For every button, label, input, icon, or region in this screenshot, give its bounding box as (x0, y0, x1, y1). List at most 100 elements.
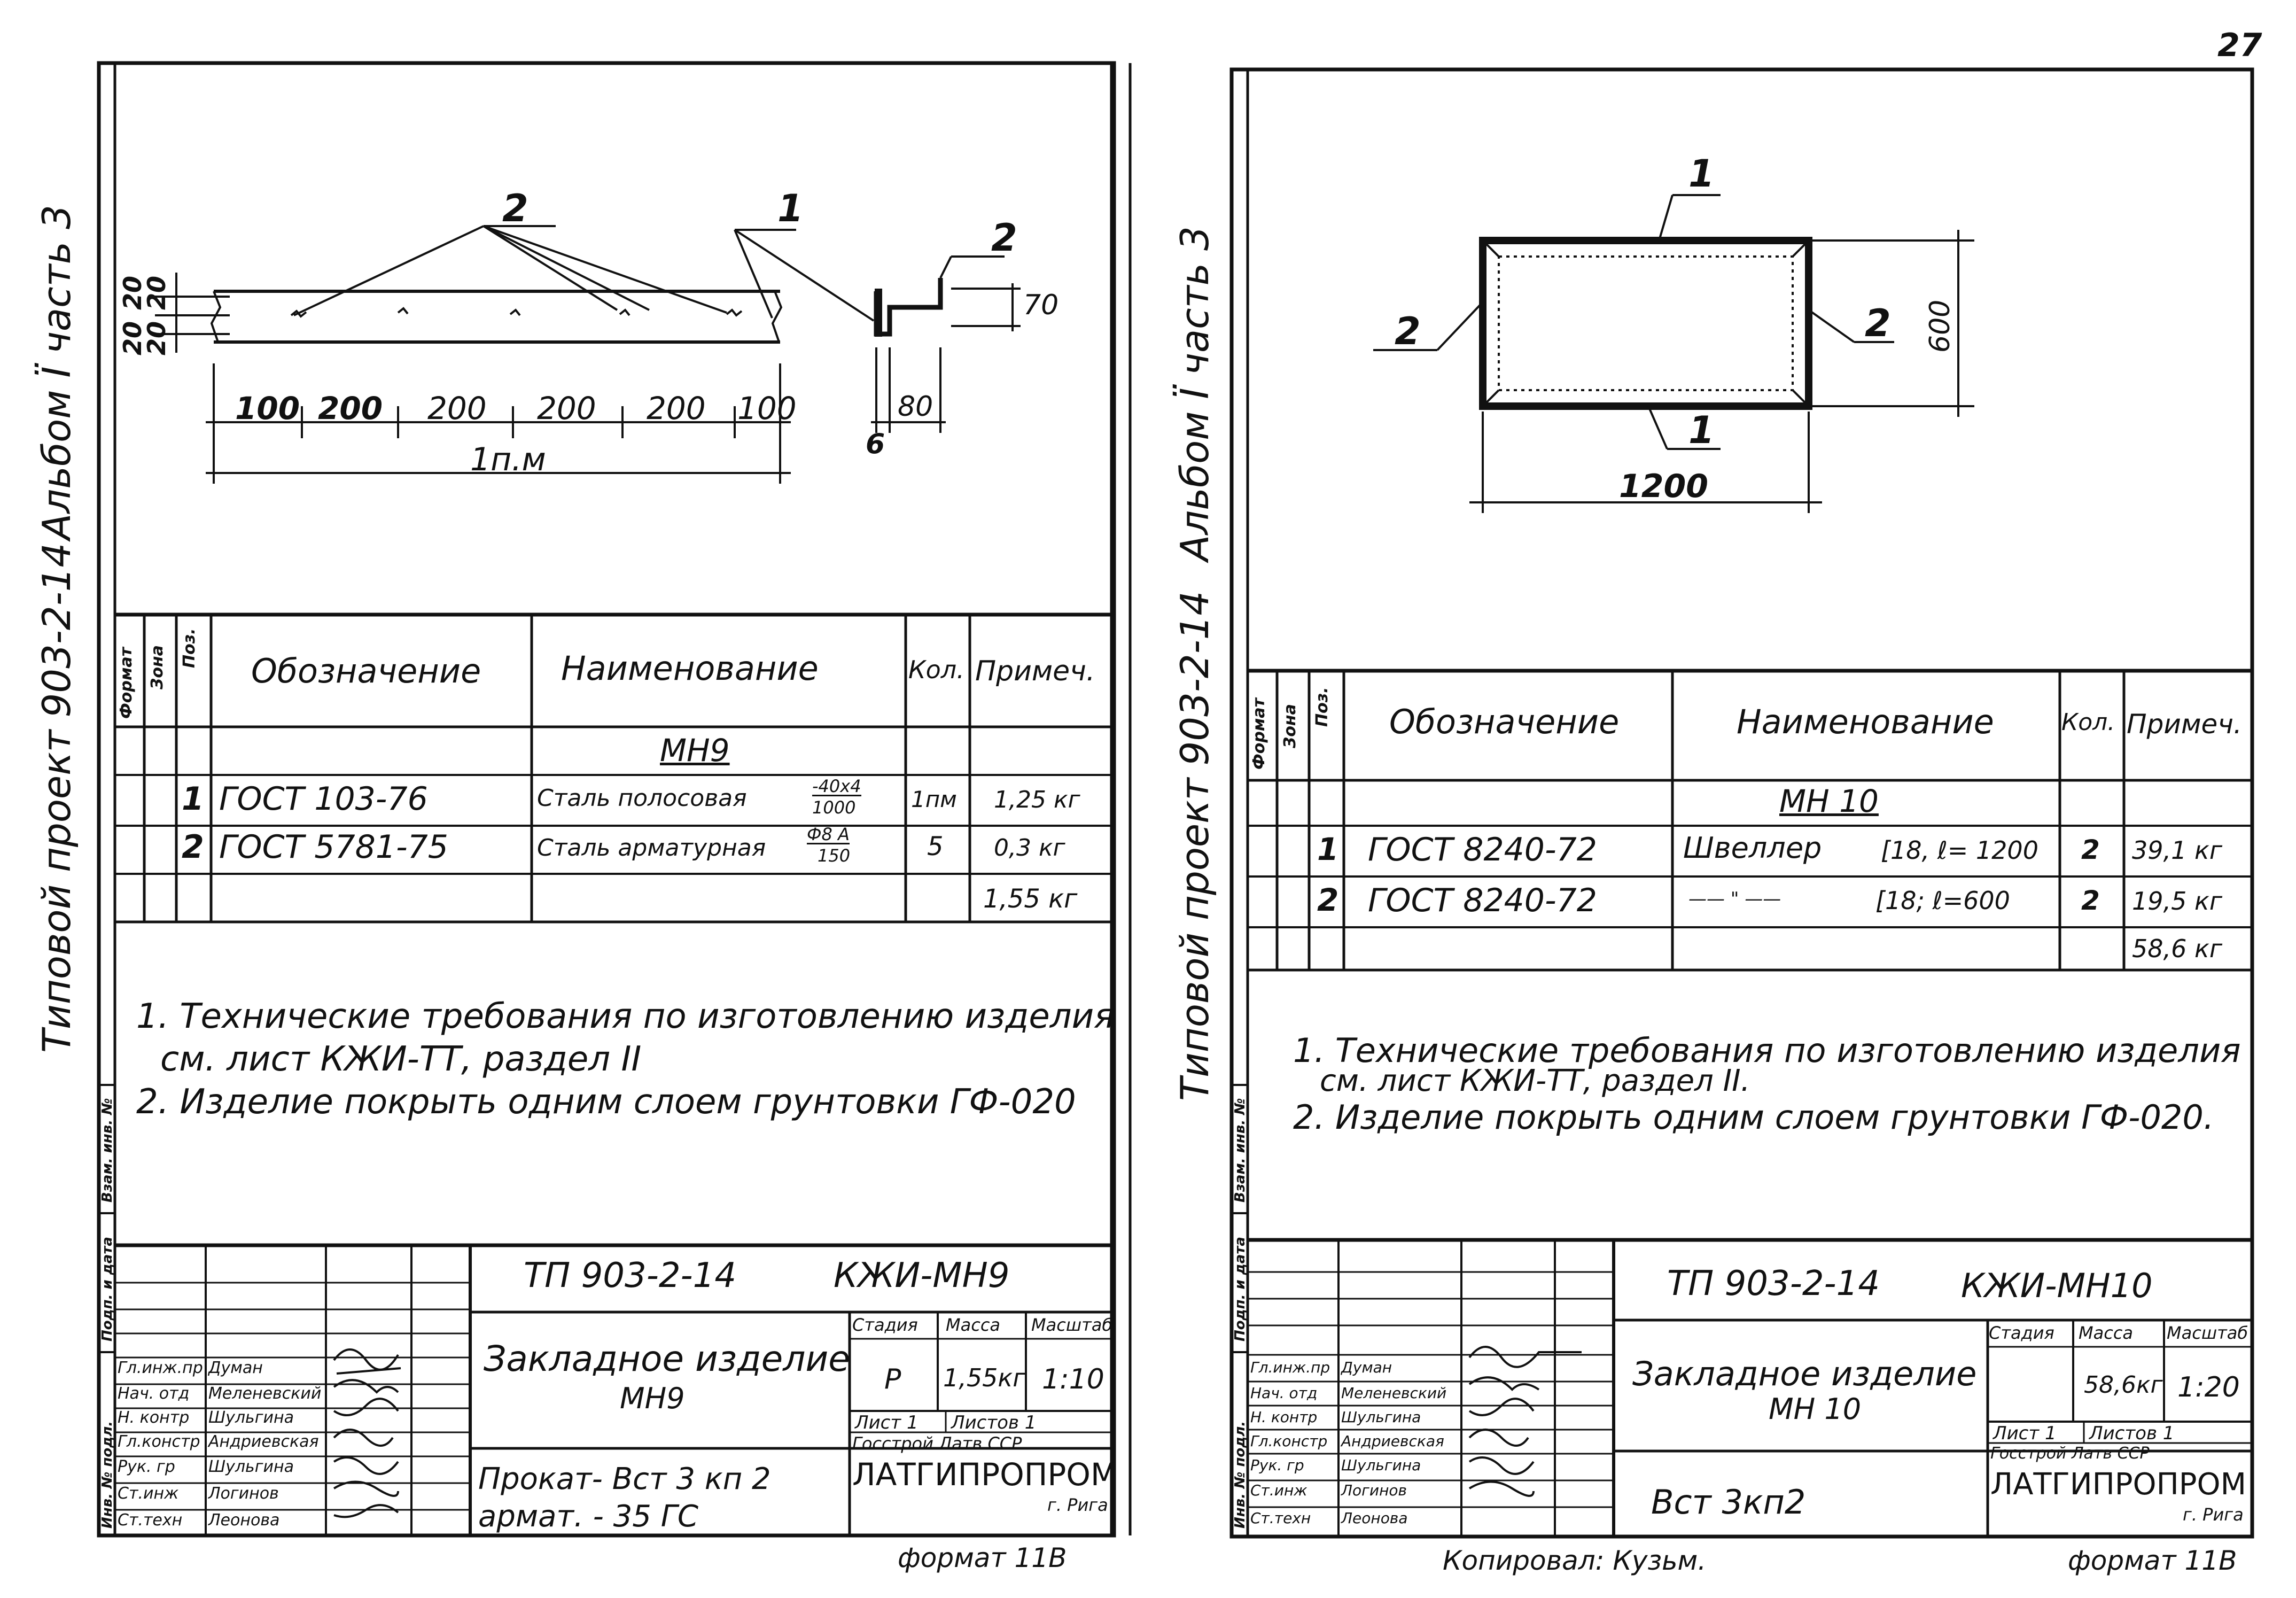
left-sig-role-7: Ст.техн (118, 1511, 183, 1530)
left-sig-role-2: Нач. отд (118, 1384, 190, 1403)
right-note-1: 1. Технические требования по изготовлени… (1293, 1031, 2241, 1070)
left-tb-material-2: армат. - 35 ГС (478, 1499, 699, 1534)
signature-marks (333, 1346, 1582, 1518)
right-sig-name-5: Шульгина (1341, 1456, 1421, 1474)
dim-20-d: 20 (142, 321, 171, 355)
left-stamp-replace: Взам. инв. № (99, 1098, 115, 1203)
left-sheet-frame (97, 61, 1116, 1538)
left-row1-qty: 1пм (911, 786, 957, 812)
right-side-title: Типовой проект 903-2-14 (1172, 591, 1217, 1101)
left-tb-mass: 1,55кг (943, 1363, 1026, 1392)
left-stamp-sign: Подп. и дата (99, 1237, 115, 1341)
right-sig-role-4: Гл.констр (1250, 1432, 1328, 1450)
right-sig-name-2: Меленевский (1341, 1384, 1447, 1402)
right-tb-material-1: Вст 3кп2 (1651, 1483, 1806, 1522)
dim-70: 70 (1023, 289, 1059, 321)
left-note-2: 2. Изделие покрыть одним слоем грунтовки… (136, 1082, 1076, 1122)
right-row2-designation: ГОСТ 8240-72 (1368, 882, 1597, 919)
left-row2-pos: 2 (182, 828, 204, 866)
right-row1-pos: 1 (1317, 831, 1339, 867)
right-tb-sheets: Листов 1 (2089, 1423, 2175, 1444)
right-hdr-qty: Кол. (2061, 709, 2115, 736)
right-sig-name-3: Шульгина (1341, 1408, 1421, 1426)
left-note-1b: см. лист КЖИ-ТТ, раздел ІІ (160, 1040, 642, 1079)
right-row1-designation: ГОСТ 8240-72 (1368, 831, 1597, 868)
left-tb-org-3: г. Рига (1047, 1495, 1108, 1515)
left-sig-name-1: Думан (208, 1359, 263, 1377)
left-hdr-format: Формат (117, 647, 136, 719)
left-sig-name-7: Леонова (208, 1511, 280, 1530)
left-tb-hdr-scale: Масштаб (1031, 1315, 1113, 1335)
right-hdr-designation: Обозначение (1389, 702, 1620, 741)
dim-20-b: 20 (142, 275, 171, 310)
right-hdr-note: Примеч. (2127, 709, 2242, 740)
left-tb-material-1: Прокат- Вст 3 кп 2 (478, 1462, 771, 1496)
left-sig-role-6: Ст.инж (118, 1484, 179, 1503)
dim-100-b: 100 (737, 390, 797, 426)
right-tb-scale: 1:20 (2177, 1371, 2240, 1403)
right-sig-role-7: Ст.техн (1250, 1509, 1311, 1527)
left-sig-name-4: Андриевская (208, 1432, 319, 1451)
left-hdr-zone: Зона (148, 645, 167, 689)
right-side-album: Альбом Ї часть 3 (1172, 226, 1217, 561)
right-row1-name: Швеллер (1683, 831, 1822, 865)
left-hdr-qty: Кол. (908, 655, 964, 684)
right-row2-note: 19,5 кг (2132, 887, 2222, 916)
right-stamp-replace: Взам. инв. № (1232, 1098, 1248, 1203)
left-sig-name-2: Меленевский (208, 1384, 322, 1403)
right-tb-mass: 58,6кг (2084, 1371, 2163, 1399)
right-row2-name: —— " —— (1688, 888, 1781, 910)
right-tb-sheet: Лист 1 (1993, 1423, 2057, 1444)
left-tb-stage: Р (884, 1363, 901, 1395)
right-sig-role-2: Нач. отд (1250, 1384, 1318, 1402)
dim-200-a: 200 (318, 390, 383, 426)
left-sig-name-3: Шульгина (208, 1408, 294, 1427)
right-tb-hdr-mass: Масса (2079, 1323, 2134, 1343)
left-row1-spec-bottom: 1000 (812, 797, 856, 818)
left-stamp-inv: Инв. № подл. (99, 1421, 115, 1529)
right-tb-hdr-scale: Масштаб (2167, 1323, 2248, 1343)
dim-20-c: 20 (118, 321, 147, 355)
right-stamp-inv: Инв. № подл. (1232, 1421, 1248, 1529)
left-hdr-note: Примеч. (975, 655, 1095, 687)
left-side-title: Типовой проект 903-2-14 (34, 542, 79, 1053)
left-row2-spec-bottom: 150 (818, 845, 851, 866)
right-sig-name-6: Логинов (1341, 1481, 1407, 1499)
left-row1-designation: ГОСТ 103-76 (219, 780, 428, 818)
dim-600: 600 (1924, 299, 1956, 353)
left-sig-name-5: Шульгина (208, 1457, 294, 1476)
left-row1-note: 1,25 кг (994, 786, 1080, 813)
dim-6: 6 (866, 428, 885, 460)
left-hdr-name: Наименование (561, 649, 819, 688)
length-label: 1п.м (470, 441, 546, 478)
right-tb-sheet-code: КЖИ-МН10 (1961, 1266, 2153, 1305)
right-sig-role-3: Н. контр (1250, 1408, 1318, 1426)
right-row1-qty: 2 (2081, 834, 2100, 865)
dim-80: 80 (898, 391, 933, 423)
right-row1-note: 39,1 кг (2132, 836, 2222, 865)
left-tb-hdr-mass: Масса (946, 1315, 1001, 1335)
callout-2-top: 2 (502, 187, 528, 230)
right-hdr-pos: Поз. (1313, 687, 1332, 727)
right-tb-title-2: МН 10 (1769, 1392, 1862, 1426)
dim-100-a: 100 (235, 390, 300, 426)
right-note-1b: см. лист КЖИ-ТТ, раздел ІІ. (1320, 1064, 1750, 1098)
right-hdr-name: Наименование (1737, 702, 1994, 741)
right-tb-code: ТП 903-2-14 (1667, 1264, 1880, 1304)
left-row2-qty: 5 (927, 832, 944, 862)
right-row2-pos: 2 (1317, 882, 1339, 918)
right-stamp-sign: Подп. и дата (1232, 1237, 1248, 1341)
left-row2-spec-top: Ф8 А (807, 824, 850, 844)
left-note-1: 1. Технические требования по изготовлени… (136, 997, 1115, 1036)
left-sig-role-3: Н. контр (118, 1408, 190, 1427)
left-row2-note: 0,3 кг (994, 834, 1065, 862)
callout-2-profile: 2 (991, 216, 1017, 260)
dim-200-d: 200 (647, 390, 706, 426)
right-row2-qty: 2 (2081, 885, 2100, 916)
page-number: 27 (2217, 27, 2262, 64)
left-sig-role-5: Рук. гр (118, 1457, 175, 1476)
left-tb-org-2: ЛАТГИПРОПРОМ (852, 1456, 1118, 1493)
left-row1-pos: 1 (182, 780, 204, 818)
right-sig-role-1: Гл.инж.пр (1250, 1359, 1330, 1376)
callout-1-top: 1 (777, 187, 804, 230)
